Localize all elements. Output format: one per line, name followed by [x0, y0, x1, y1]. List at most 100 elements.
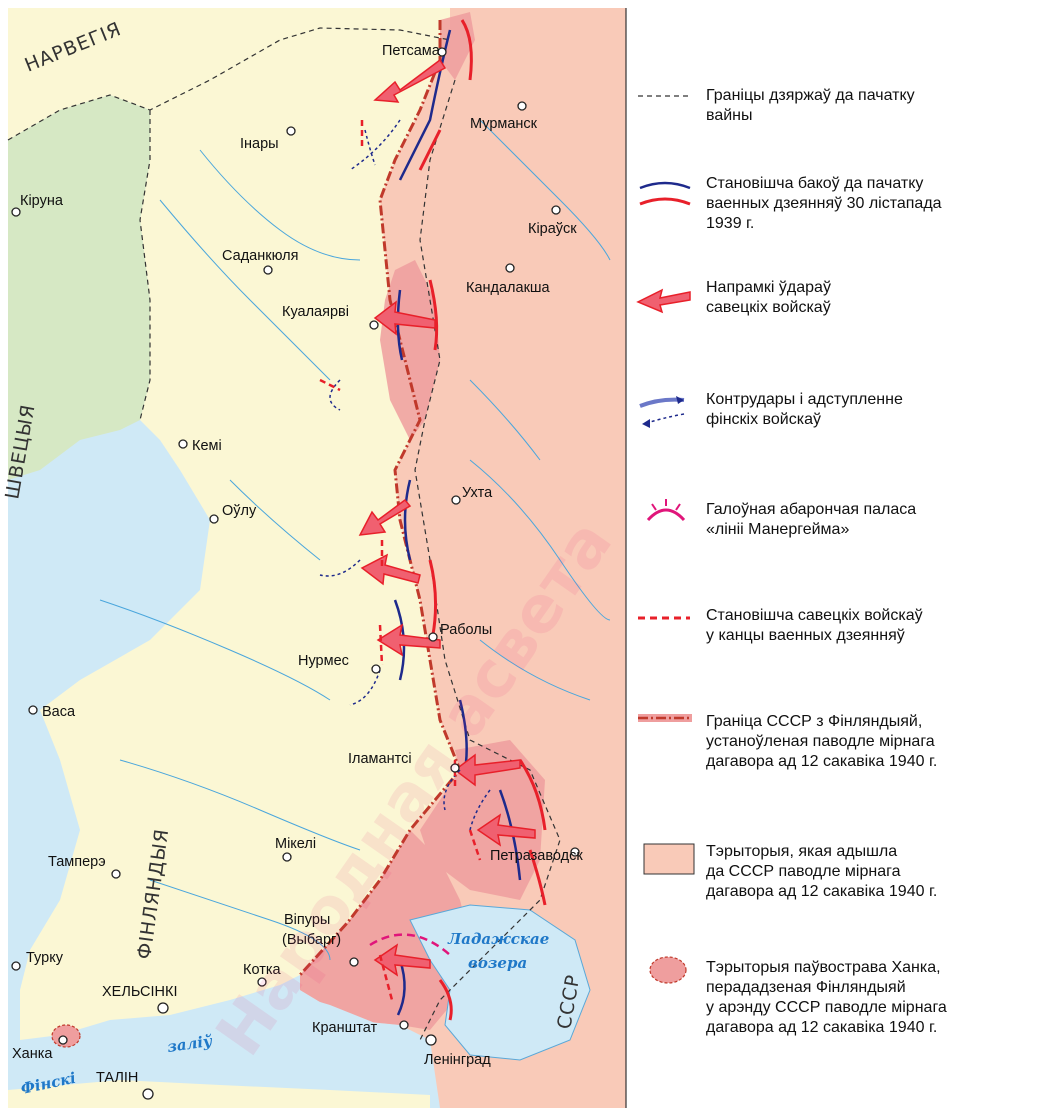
svg-text:Петсама: Петсама: [382, 43, 441, 59]
svg-text:Турку: Турку: [26, 950, 64, 966]
svg-text:дагавора ад 12 сакавіка 1940 г: дагавора ад 12 сакавіка 1940 г.: [706, 883, 937, 900]
city-kirovsk: Кіраўск: [528, 205, 577, 237]
svg-text:перададзеная Фінляндыяй: перададзеная Фінляндыяй: [706, 979, 906, 996]
svg-text:у канцы ваенных дзеянняў: у канцы ваенных дзеянняў: [706, 627, 905, 644]
legend-item-prewar-borders: Граніцы дзяржаў да пачатку вайны: [638, 87, 915, 124]
city-kronstadt: Кранштат: [312, 1020, 409, 1036]
hanko-territory: [51, 1024, 81, 1048]
city-tallinn: ТАЛІН: [96, 1070, 154, 1100]
svg-text:Тэрыторыя паўвострава Ханка,: Тэрыторыя паўвострава Ханка,: [706, 959, 941, 976]
svg-text:Петразаводск: Петразаводск: [490, 848, 583, 864]
svg-text:Ухта: Ухта: [462, 485, 493, 501]
finland-land: [20, 28, 460, 1040]
norway-land: [8, 8, 450, 140]
city-ukhta: Ухта: [451, 485, 493, 505]
soviet-attack-arrow-icon: [636, 288, 691, 314]
svg-text:Тэрыторыя, якая адышла: Тэрыторыя, якая адышла: [706, 843, 897, 860]
map-area: НАРВЕГІЯ ШВЕЦЫЯ ФІНЛЯНДЫЯ СССР Петсама М…: [1, 8, 627, 1108]
city-kotka: Котка: [243, 962, 281, 987]
city-oulu: Оўлу: [209, 503, 257, 524]
svg-text:Васа: Васа: [42, 704, 76, 720]
svg-text:Оўлу: Оўлу: [222, 503, 257, 519]
ceded-territory-icon: [643, 843, 695, 875]
svg-text:Граніцы дзяржаў да пачатку: Граніцы дзяржаў да пачатку: [706, 87, 915, 104]
legend-item-front-lines: Становішча бакоў да пачатку ваенных дзея…: [639, 175, 942, 232]
ceded-territory-strip: [300, 12, 545, 1030]
city-kemi: Кемі: [178, 438, 222, 454]
sweden-land: [8, 95, 150, 480]
svg-text:Ладажскае: Ладажскае: [447, 930, 549, 948]
new-border-1940: [298, 20, 462, 977]
legend-item-ceded-territory: Тэрыторыя, якая адышла да СССР паводле м…: [643, 843, 937, 900]
svg-text:(Выбарг): (Выбарг): [282, 932, 341, 948]
svg-text:Ленінград: Ленінград: [424, 1052, 491, 1068]
city-hanko: Ханка: [12, 1035, 68, 1062]
mannerheim-line: [369, 933, 451, 956]
legend-item-mannerheim: Галоўная абарончая паласа «лініі Манерге…: [646, 499, 916, 538]
svg-text:Граніца СССР з Фінляндыяй,: Граніца СССР з Фінляндыяй,: [706, 713, 922, 730]
svg-text:да СССР паводле мірнага: да СССР паводле мірнага: [706, 863, 901, 880]
svg-text:Куалаярві: Куалаярві: [282, 304, 349, 320]
city-kuolajarvi: Куалаярві: [282, 304, 379, 330]
soviet-attack-arrows: [358, 58, 536, 977]
hanko-lease-icon: [649, 956, 687, 984]
city-tampere: Тамперэ: [48, 854, 121, 879]
city-ilomantsi: Іламантсі: [348, 751, 460, 773]
city-turku: Турку: [11, 950, 64, 971]
svg-text:ваенных дзеянняў 30 лістапада: ваенных дзеянняў 30 лістапада: [706, 195, 942, 212]
svg-text:Іламантсі: Іламантсі: [348, 751, 412, 767]
estonia-land: [8, 1080, 430, 1108]
svg-text:«лініі Манергейма»: «лініі Манергейма»: [706, 521, 849, 538]
city-sodankyla: Саданкюля: [222, 248, 298, 275]
svg-text:Мікелі: Мікелі: [275, 836, 316, 852]
svg-text:Ханка: Ханка: [12, 1046, 53, 1062]
ussr-land: [300, 8, 626, 1108]
svg-text:Кіраўск: Кіраўск: [528, 221, 577, 237]
svg-text:Галоўная абарончая паласа: Галоўная абарончая паласа: [706, 501, 916, 518]
svg-text:Тамперэ: Тамперэ: [48, 854, 106, 870]
svg-text:фінскіх войскаў: фінскіх войскаў: [706, 411, 821, 428]
cities: Петсама Мурманск Інары Кіруна Кіраўск Са…: [11, 43, 583, 1100]
svg-text:Контрудары і адступленне: Контрудары і адступленне: [706, 391, 903, 408]
city-helsinki: ХЕЛЬСІНКІ: [102, 984, 178, 1014]
city-kiruna: Кіруна: [11, 193, 64, 217]
svg-text:Напрамкі ўдараў: Напрамкі ўдараў: [706, 279, 831, 296]
front-lines-icon: [639, 181, 691, 206]
svg-text:Кранштат: Кранштат: [312, 1020, 377, 1036]
svg-text:дагавора ад 12 сакавіка 1940 г: дагавора ад 12 сакавіка 1940 г.: [706, 1019, 937, 1036]
svg-text:Становішча бакоў да пачатку: Становішча бакоў да пачатку: [706, 175, 923, 192]
city-nurmes: Нурмес: [298, 653, 381, 674]
legend-item-new-border: Граніца СССР з Фінляндыяй, устаноўленая …: [638, 713, 937, 770]
legend: Граніцы дзяржаў да пачатку вайны Станові…: [636, 87, 947, 1036]
svg-text:Становішча савецкіх войскаў: Становішча савецкіх войскаў: [706, 607, 923, 624]
gulf-of-finland: [8, 990, 420, 1075]
prewar-borders: [7, 27, 561, 1041]
ladoga-lake: [409, 904, 591, 1061]
svg-text:Кемі: Кемі: [192, 438, 222, 454]
city-vaasa: Васа: [28, 704, 76, 720]
svg-text:Кандалакша: Кандалакша: [466, 280, 551, 296]
legend-item-soviet-final: Становішча савецкіх войскаў у канцы ваен…: [638, 607, 923, 644]
legend-item-finnish-counterattacks: Контрудары і адступленне фінскіх войскаў: [639, 391, 903, 428]
rivers: [99, 119, 611, 961]
svg-text:дагавора ад 12 сакавіка 1940 г: дагавора ад 12 сакавіка 1940 г.: [706, 753, 937, 770]
svg-text:Мурманск: Мурманск: [470, 116, 538, 132]
city-leningrad: Ленінград: [424, 1034, 491, 1068]
svg-text:Саданкюля: Саданкюля: [222, 248, 298, 264]
svg-text:савецкіх войскаў: савецкіх войскаў: [706, 299, 831, 316]
city-inari: Інары: [240, 126, 296, 152]
svg-text:у арэнду СССР паводле мірнага: у арэнду СССР паводле мірнага: [706, 999, 947, 1016]
city-kandalaksha: Кандалакша: [466, 263, 551, 296]
svg-text:Кіруна: Кіруна: [20, 193, 64, 209]
legend-item-hanko-lease: Тэрыторыя паўвострава Ханка, перададзена…: [649, 956, 947, 1036]
new-border-icon: [638, 714, 692, 722]
svg-text:ХЕЛЬСІНКІ: ХЕЛЬСІНКІ: [102, 984, 178, 1000]
mannerheim-line-icon: [646, 499, 686, 522]
city-vyborg: Віпуры (Выбарг): [282, 912, 359, 967]
svg-text:ТАЛІН: ТАЛІН: [96, 1070, 138, 1086]
svg-text:Раболы: Раболы: [440, 622, 492, 638]
city-reboly: Раболы: [428, 622, 492, 642]
svg-text:Інары: Інары: [240, 136, 279, 152]
svg-text:Віпуры: Віпуры: [284, 912, 330, 928]
